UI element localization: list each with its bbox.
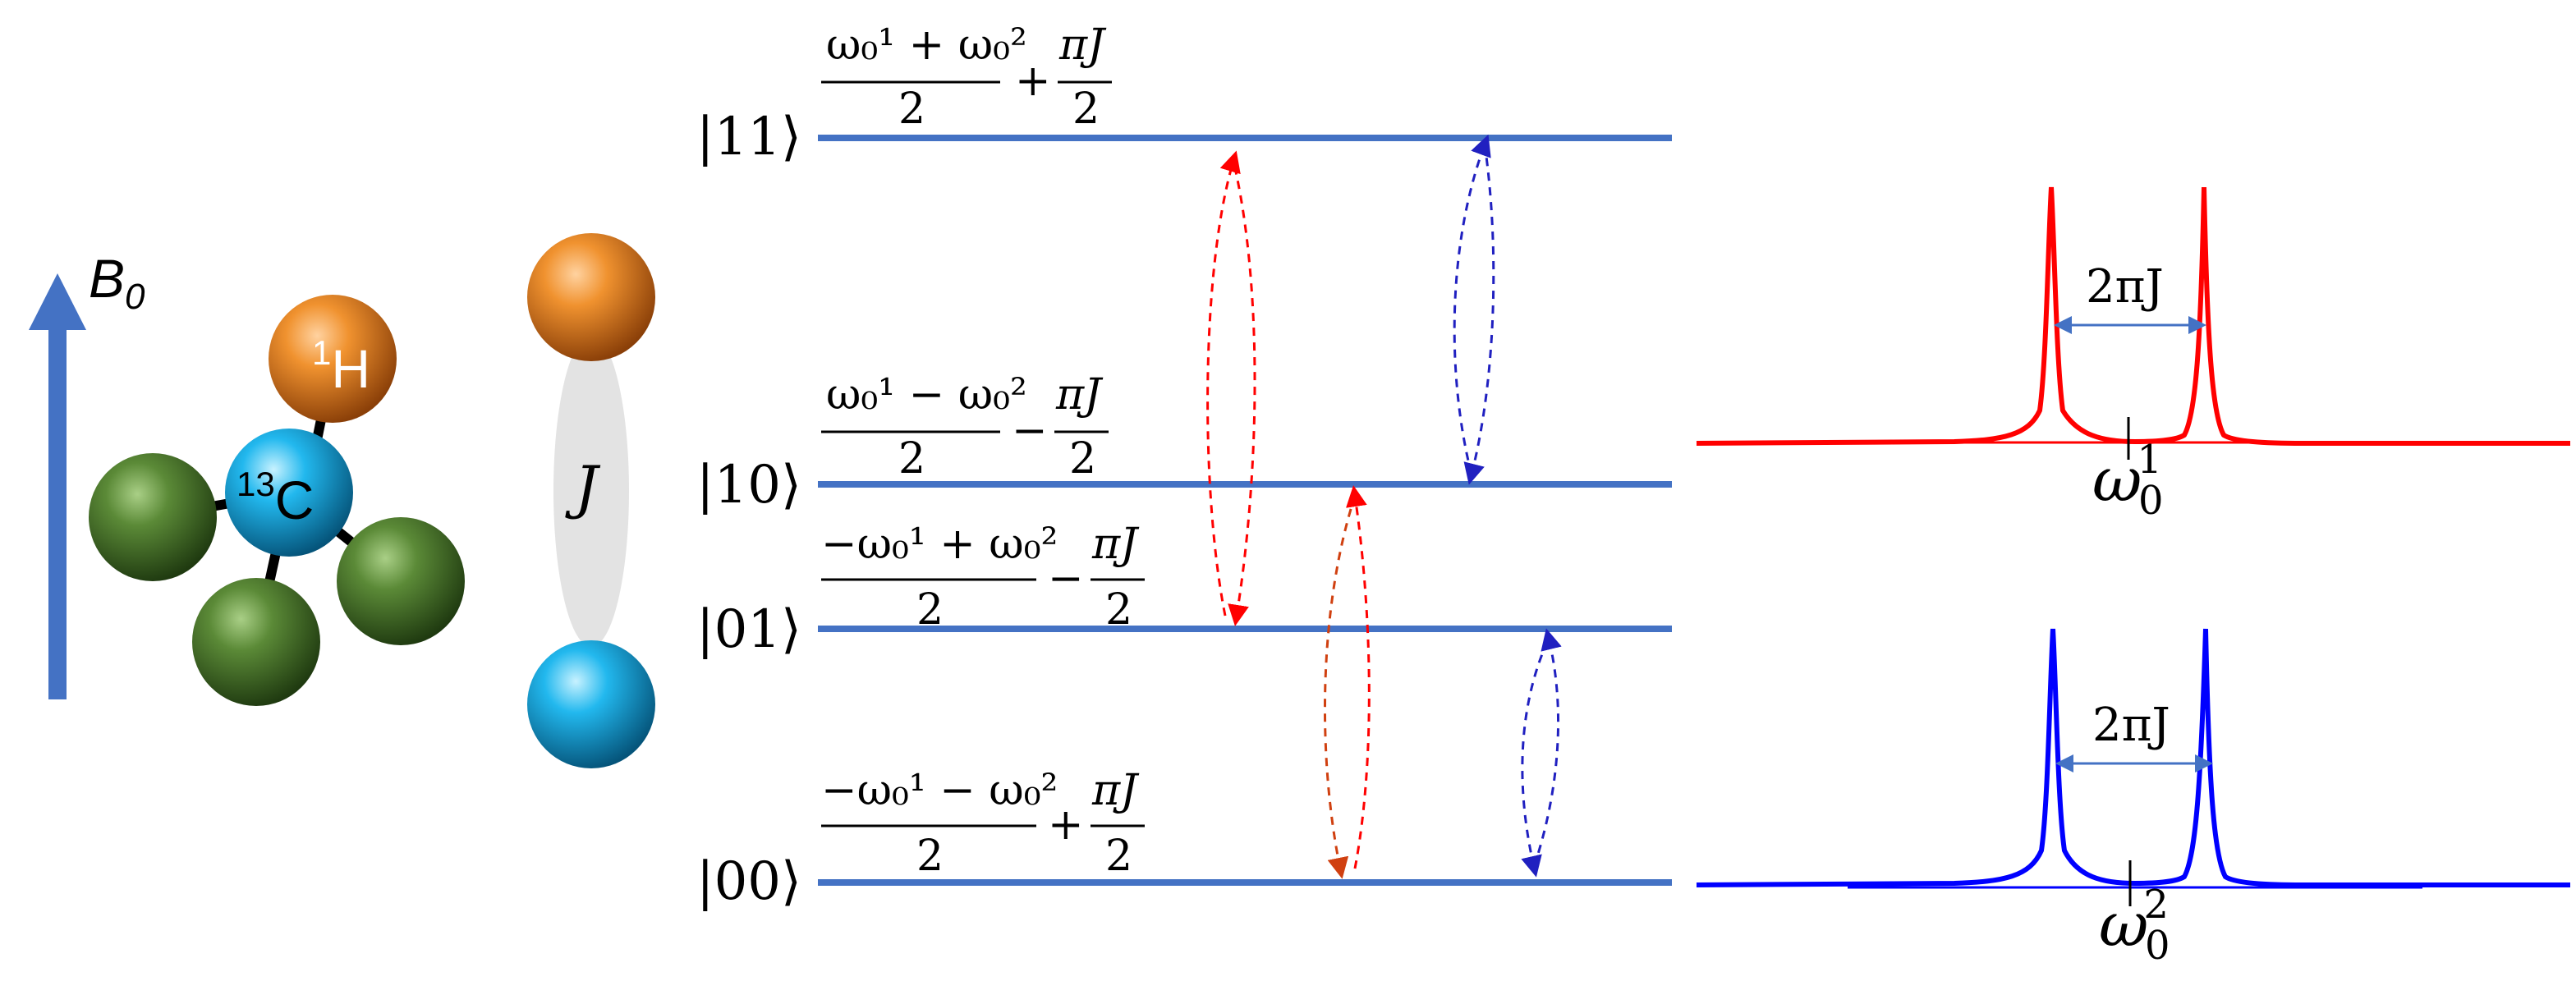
svg-text:−ω₀¹ − ω₀²: −ω₀¹ − ω₀² [821, 766, 1058, 815]
hydrogen-label: 1H [312, 333, 370, 399]
spin-2-sphere [527, 640, 655, 768]
svg-text:2: 2 [1105, 832, 1132, 881]
carbon-atom [225, 429, 353, 557]
svg-text:−ω₀¹ + ω₀²: −ω₀¹ + ω₀² [821, 520, 1058, 569]
energy-10: ω₀¹ − ω₀² 2 − πJ 2 [821, 370, 1109, 484]
spectrum-1-peaks [1696, 186, 2570, 446]
transition-blue-11-10 [1453, 134, 1491, 475]
ket-11: |11⟩ [696, 107, 801, 167]
svg-text:2: 2 [898, 85, 925, 134]
svg-text:πJ: πJ [1055, 370, 1104, 419]
energy-01: −ω₀¹ + ω₀² 2 − πJ 2 [821, 520, 1145, 635]
coupling-sketch: J [527, 233, 655, 768]
svg-text:+: + [1015, 57, 1051, 106]
svg-text:−: − [1012, 406, 1048, 456]
energy-levels: |11⟩ |10⟩ |01⟩ |00⟩ [696, 107, 1672, 912]
svg-text:ω₀¹ + ω₀²: ω₀¹ + ω₀² [826, 21, 1027, 70]
spectrum-2-splitting-label: 2πJ [2092, 699, 2170, 752]
svg-text:πJ: πJ [1091, 520, 1140, 569]
ket-01: |01⟩ [696, 599, 801, 660]
svg-text:2: 2 [1072, 85, 1100, 134]
coupling-halo [553, 335, 629, 647]
spectrum-1-center-label: ω1 [2092, 437, 2162, 516]
svg-text:−: − [1048, 554, 1084, 603]
spectrum-2-peaks [1696, 628, 2570, 887]
svg-text:2: 2 [1105, 585, 1132, 635]
svg-text:ω₀¹ − ω₀²: ω₀¹ − ω₀² [826, 370, 1027, 419]
substituent-atom-right [337, 517, 465, 645]
carbon-label: 13C [236, 465, 314, 530]
spectrum-spin-2: 2πJ ω2 0 [1696, 628, 2570, 969]
svg-text:2: 2 [916, 832, 944, 881]
energy-00: −ω₀¹ − ω₀² 2 + πJ 2 [821, 766, 1145, 881]
transition-red-10-00 [1324, 495, 1357, 879]
spectrum-2-center-label: ω2 [2099, 882, 2169, 960]
field-arrow [29, 273, 86, 699]
svg-text:πJ: πJ [1091, 766, 1140, 815]
spin-1-sphere [527, 233, 655, 361]
energy-11: ω₀¹ + ω₀² 2 + πJ 2 [821, 21, 1112, 134]
transition-red-11-01 [1206, 150, 1241, 617]
ket-10: |10⟩ [696, 455, 801, 516]
transition-blue-01-00 [1521, 638, 1550, 878]
transitions [1206, 134, 1562, 879]
field-arrow-head [29, 273, 86, 330]
svg-text:2: 2 [916, 585, 944, 635]
spectrum-spin-1: 2πJ ω1 0 [1696, 186, 2570, 524]
svg-text:2: 2 [898, 434, 925, 484]
spectrum-1-splitting-label: 2πJ [2086, 260, 2164, 314]
svg-text:+: + [1048, 800, 1084, 850]
spectrum-2-center-sub: 0 [2145, 923, 2170, 969]
field-label: B0 [89, 248, 145, 317]
spectrum-1-center-sub: 0 [2138, 478, 2164, 524]
substituent-atom-bottom [192, 578, 320, 706]
molecule: 1H 13C [89, 295, 465, 706]
hydrogen-atom [269, 295, 397, 423]
svg-text:πJ: πJ [1058, 21, 1107, 70]
ket-00: |00⟩ [696, 851, 801, 912]
svg-text:2: 2 [1069, 434, 1096, 484]
substituent-atom-left [89, 453, 217, 581]
